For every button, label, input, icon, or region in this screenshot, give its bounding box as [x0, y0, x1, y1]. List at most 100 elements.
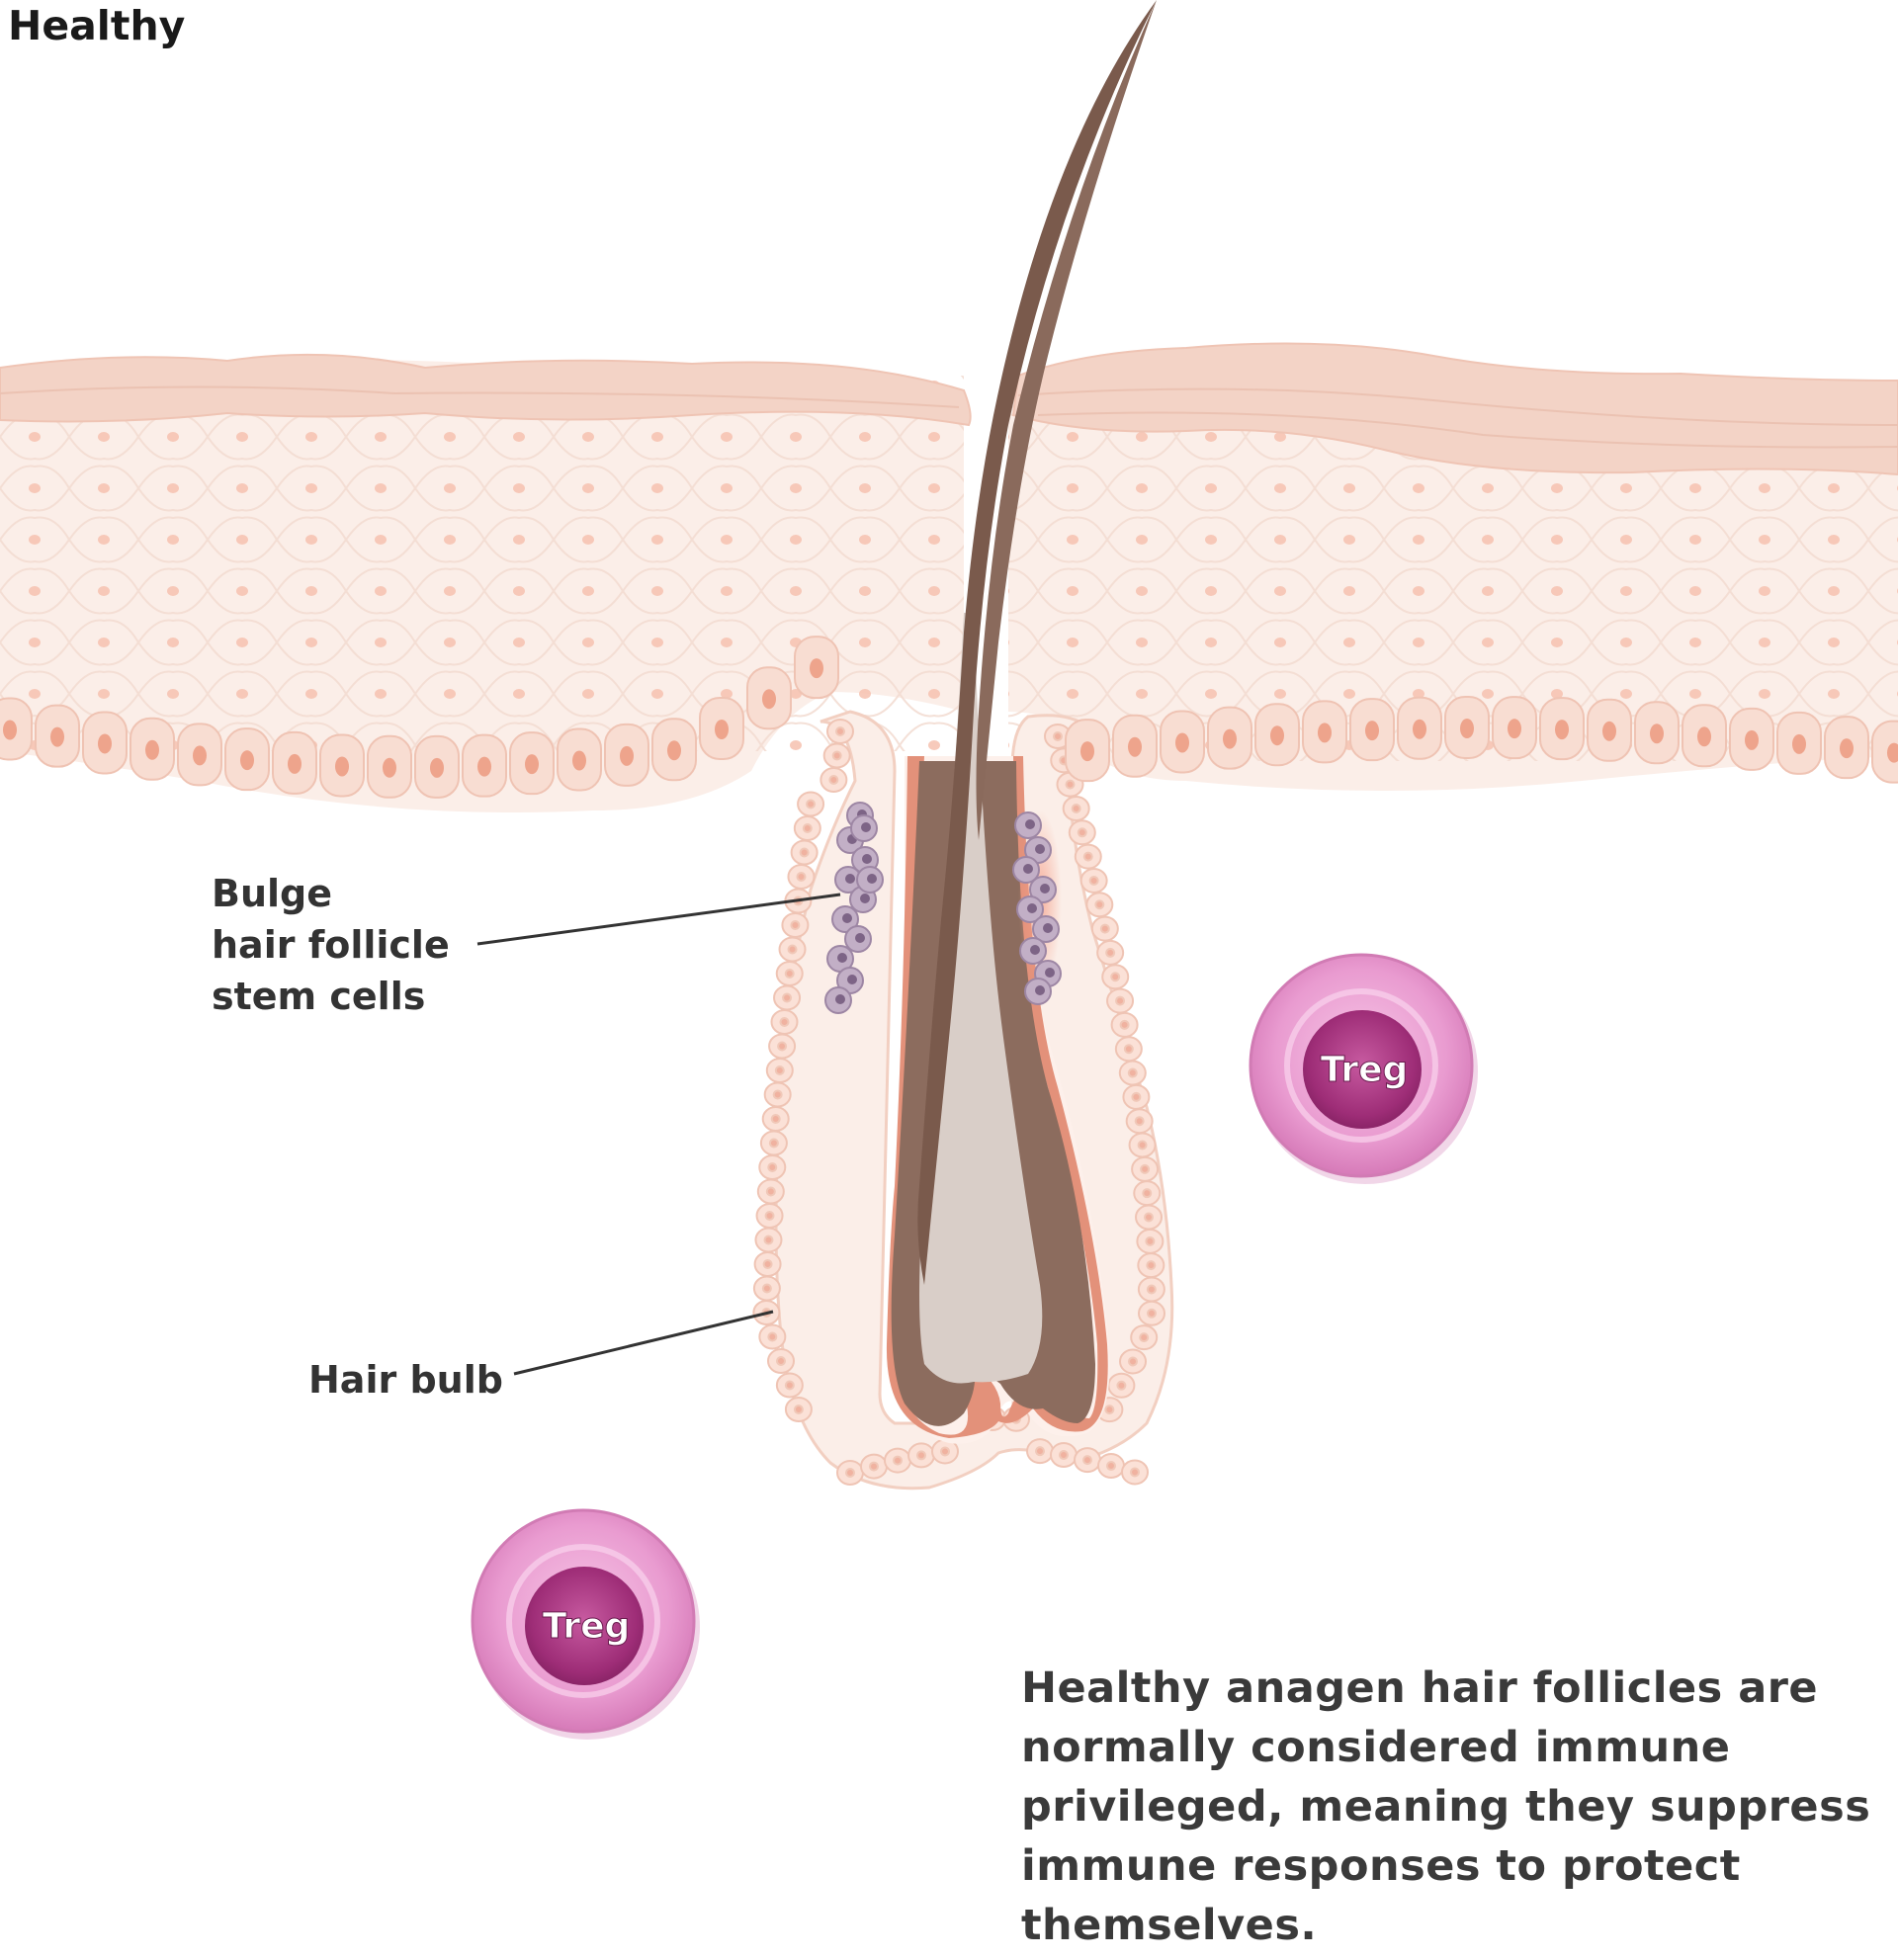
hair-shaft	[917, 0, 1157, 1285]
basal-cell	[35, 704, 80, 768]
diagram-title: Healthy	[8, 2, 186, 49]
basal-cell	[462, 733, 507, 798]
follicle-cell	[1090, 915, 1119, 942]
follicle-cell	[1130, 1324, 1159, 1351]
caption-line-4: immune responses to protect	[1021, 1841, 1741, 1891]
follicle-cell	[793, 815, 821, 841]
hair-bulb-matrix	[886, 756, 1108, 1438]
follicle-cell	[773, 984, 802, 1011]
follicle-cell	[765, 1058, 794, 1083]
follicle-cell	[1026, 1438, 1054, 1465]
follicle-cell	[1119, 1348, 1148, 1375]
follicle-cell	[1107, 1372, 1136, 1399]
follicle-cell	[822, 742, 851, 769]
follicle-cell	[763, 1081, 792, 1108]
basal-cell	[1207, 706, 1252, 770]
bulge-label-line-1: Bulge	[212, 872, 333, 915]
follicle-cell	[758, 1323, 787, 1350]
basal-cell	[1112, 714, 1158, 778]
stem-cell	[856, 866, 884, 894]
basal-cell	[129, 717, 175, 781]
follicle-cell	[790, 839, 819, 866]
basal-cell	[1634, 701, 1680, 765]
basal-cell	[794, 636, 839, 700]
basal-cell	[1492, 696, 1537, 760]
follicle-cell	[1118, 1060, 1147, 1086]
hair-bulb-label-text: Hair bulb	[308, 1358, 503, 1402]
stem-cell	[834, 866, 862, 894]
basal-cell	[1871, 720, 1898, 784]
bulge-stem-cells-left	[824, 802, 884, 1014]
treg-label-1: Treg	[1321, 1050, 1409, 1090]
follicle-cell	[767, 1348, 796, 1374]
follicle-cell	[1135, 1204, 1164, 1231]
basal-cell	[746, 666, 792, 730]
follicle-cell	[884, 1447, 911, 1474]
follicle-basal-cells	[752, 719, 1165, 1486]
follicle-cell	[768, 1033, 797, 1060]
stem-cell	[1032, 915, 1060, 943]
caption-line-2: normally considered immune	[1021, 1723, 1731, 1772]
follicle-cell	[775, 1372, 804, 1399]
follicle-cell	[761, 1106, 790, 1132]
bulge-stem-cells-right	[1012, 811, 1062, 1005]
follicle-cell	[752, 1275, 781, 1302]
follicle-cell	[753, 1251, 782, 1277]
hair-bulb-label: Hair bulb	[308, 1354, 503, 1406]
treg-cell-1: Treg	[1249, 953, 1478, 1184]
follicle-cell	[787, 864, 816, 890]
stem-cell	[1014, 811, 1042, 839]
caption-line-1: Healthy anagen hair follicles are	[1021, 1663, 1819, 1713]
follicle-cell	[1137, 1276, 1165, 1303]
basal-cell	[699, 696, 744, 760]
stem-cell	[1024, 978, 1052, 1005]
follicle-cell	[1096, 939, 1125, 966]
stem-cell	[824, 986, 852, 1014]
follicle-cell	[778, 936, 807, 963]
follicle-cell	[1137, 1252, 1165, 1279]
follicle-cell	[1101, 964, 1130, 990]
follicle-cell	[1125, 1108, 1154, 1135]
basal-cell	[177, 723, 222, 787]
follicle-cell	[1137, 1300, 1165, 1326]
follicle-cell	[1074, 1447, 1101, 1474]
follicle-cell	[1128, 1132, 1157, 1158]
follicle-cell	[1106, 987, 1135, 1014]
stem-cell	[850, 814, 878, 842]
basal-cell	[82, 711, 128, 775]
hair-medulla	[919, 613, 1043, 1384]
hair-bulb-leader-line	[513, 1310, 774, 1376]
follicle-cell	[1095, 1397, 1124, 1423]
follicle-cell	[755, 1203, 784, 1229]
follicle-cell	[758, 1154, 787, 1180]
follicle-cell	[820, 767, 848, 793]
stem-cell	[844, 925, 872, 953]
follicle-cell	[1068, 819, 1096, 846]
basal-cell	[651, 718, 697, 782]
bulge-leader-line	[476, 893, 841, 946]
basal-cell	[509, 731, 555, 796]
basal-cell	[1254, 703, 1300, 767]
follicle-cell	[836, 1460, 864, 1486]
follicle-cell	[1062, 795, 1090, 821]
caption: Healthy anagen hair follicles are normal…	[1021, 1659, 1891, 1955]
follicle-cell	[1136, 1228, 1165, 1254]
follicle-cell	[1050, 1442, 1078, 1469]
stem-cell	[1029, 876, 1057, 903]
basal-cell	[1302, 700, 1347, 764]
caption-line-5: themselves.	[1021, 1901, 1318, 1950]
basal-cell	[1160, 710, 1205, 774]
bulge-label-line-2: hair follicle	[212, 923, 450, 967]
follicle-cell	[1122, 1083, 1151, 1110]
follicle-cell	[931, 1438, 959, 1465]
basal-cell	[272, 730, 317, 795]
follicle-cell	[1085, 892, 1114, 918]
stem-cell	[826, 945, 854, 973]
follicle-cell	[797, 791, 825, 817]
stem-cell	[1012, 856, 1040, 884]
follicle-cell	[759, 1130, 788, 1156]
basal-cell	[1682, 704, 1727, 768]
basal-cell	[1065, 719, 1110, 783]
follicle-cell	[756, 1178, 785, 1205]
